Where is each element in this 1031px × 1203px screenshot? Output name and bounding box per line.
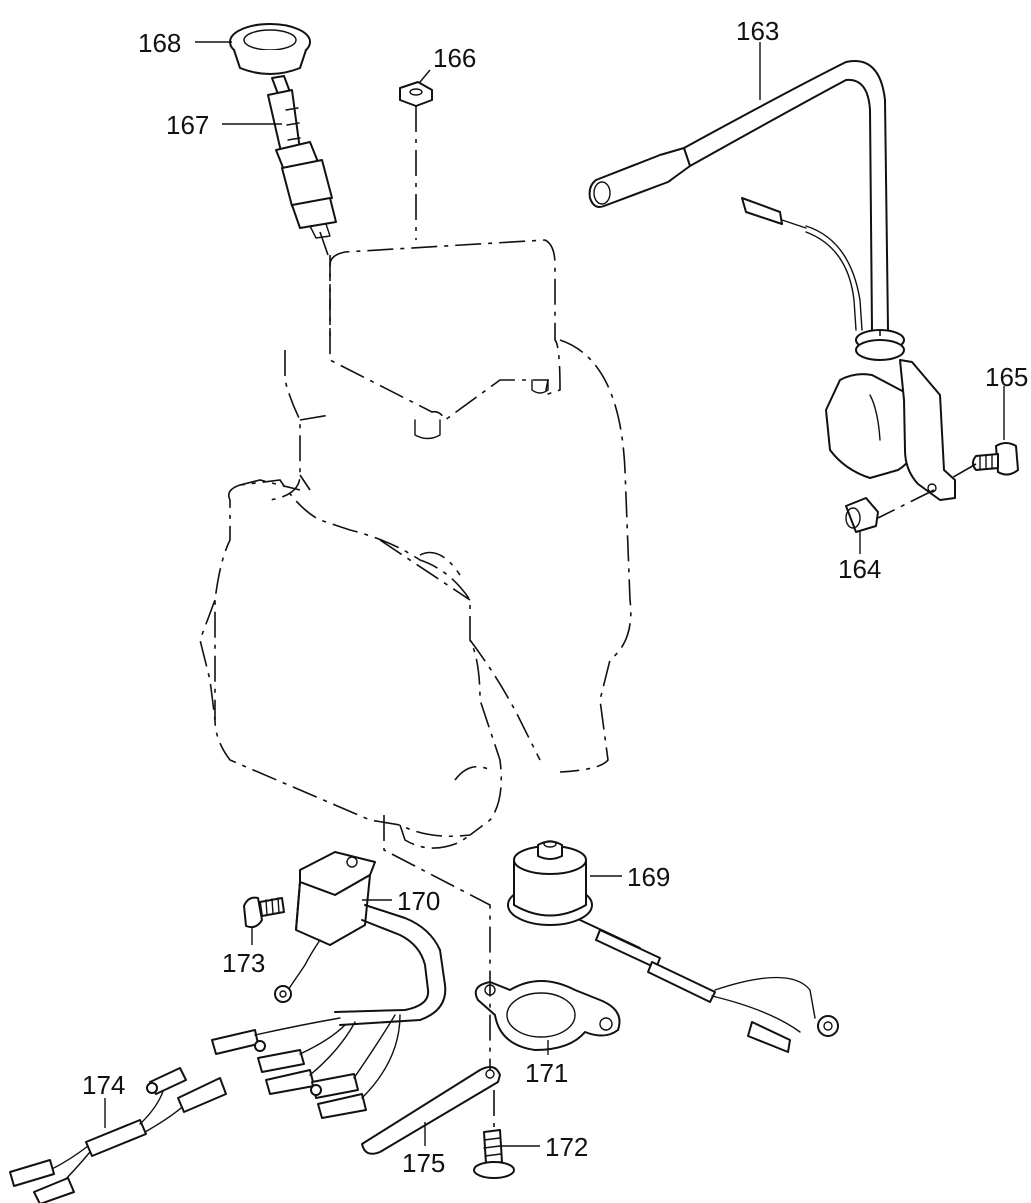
callout-172: 172: [545, 1132, 589, 1162]
collar-part: [845, 497, 879, 533]
callout-166: 166: [433, 43, 477, 73]
bolt-part-lower: [243, 896, 285, 929]
callout-163: 163: [736, 16, 780, 46]
callout-169: 169: [627, 862, 671, 892]
engine-block-outline: [199, 239, 632, 849]
nut-part: [399, 81, 433, 107]
callout-175: 175: [402, 1148, 446, 1178]
wire-harness-part: [9, 1067, 227, 1203]
callout-165: 165: [985, 362, 1029, 392]
callout-168: 168: [138, 28, 182, 58]
assembly-lines: [319, 106, 977, 1130]
callout-170: 170: [397, 886, 441, 916]
plug-cap-part: [229, 23, 311, 75]
callout-174: 174: [82, 1070, 126, 1100]
sensor-part: [507, 840, 839, 1053]
gasket-part: [474, 980, 621, 1051]
spark-plug-part: [267, 75, 337, 239]
callout-164: 164: [838, 554, 882, 584]
callout-173: 173: [222, 948, 266, 978]
high-tension-cord-part: [588, 60, 956, 501]
callout-167: 167: [166, 110, 210, 140]
callout-171: 171: [525, 1058, 569, 1088]
module-part: [211, 851, 447, 1119]
screw-part: [473, 1129, 515, 1179]
bolt-part-upper: [972, 442, 1019, 476]
ground-strap-part: [361, 1065, 501, 1155]
leader-lines: [104, 41, 1005, 1147]
